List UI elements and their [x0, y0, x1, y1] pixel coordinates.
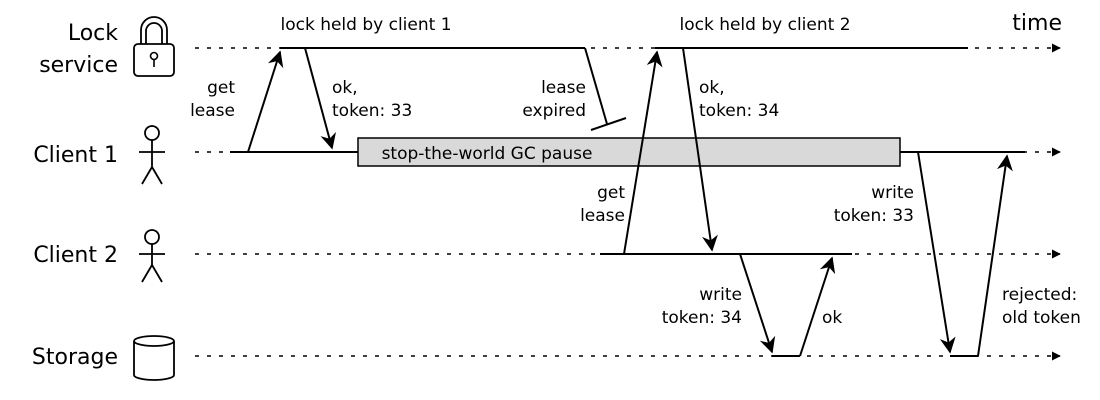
get-lease-arrow-client2	[623, 50, 663, 255]
get-lease-label-line1: get	[207, 78, 235, 98]
storage-ok-arrow	[799, 256, 836, 357]
get-lease-label-line2: lease	[190, 101, 235, 121]
lock-held-client1-label: lock held by client 1	[280, 15, 451, 35]
person-icon	[139, 229, 165, 283]
lock-service-label-line1: Lock	[68, 21, 118, 46]
lease-expired-cross	[590, 117, 627, 131]
storage-ok-label: ok	[822, 308, 842, 328]
gc-pause-box	[357, 137, 901, 167]
write-token34-arrow	[739, 253, 776, 354]
storage-label: Storage	[32, 345, 118, 370]
get-lease-arrow-client1	[247, 50, 284, 153]
lease-expired-label-line2: expired	[522, 101, 586, 121]
lock-service-label-line2: service	[39, 53, 118, 78]
client1-label: Client 1	[33, 143, 118, 168]
write-token34-label-line2: token: 34	[662, 308, 742, 328]
get-lease2-label-line1: get	[597, 183, 625, 203]
get-lease2-label-line2: lease	[580, 206, 625, 226]
padlock-icon	[133, 16, 175, 77]
write-token33-label-line1: write	[871, 183, 914, 203]
ok-token33-label-line1: ok,	[332, 78, 358, 98]
rejected-label-line1: rejected:	[1002, 285, 1077, 305]
rejected-arrow	[977, 154, 1013, 357]
ok-token33-arrow	[304, 47, 336, 150]
time-label: time	[1012, 11, 1062, 36]
ok-token33-label-line2: token: 33	[332, 101, 412, 121]
ok-token34-label-line2: token: 34	[699, 101, 779, 121]
ok-token34-label-line1: ok,	[699, 78, 725, 98]
write-token33-arrow	[917, 151, 956, 354]
client2-label: Client 2	[33, 243, 118, 268]
person-icon	[139, 125, 165, 185]
gc-pause-label: stop-the-world GC pause	[382, 144, 593, 164]
lock-held-client2-label: lock held by client 2	[679, 15, 850, 35]
database-cylinder-icon	[133, 335, 175, 381]
lease-expired-label-line1: lease	[541, 78, 586, 98]
ok-token34-arrow	[682, 47, 718, 252]
write-token33-label-line2: token: 33	[834, 206, 914, 226]
rejected-label-line2: old token	[1002, 308, 1081, 328]
write-token34-label-line1: write	[699, 285, 742, 305]
lease-expired-line	[584, 47, 608, 125]
